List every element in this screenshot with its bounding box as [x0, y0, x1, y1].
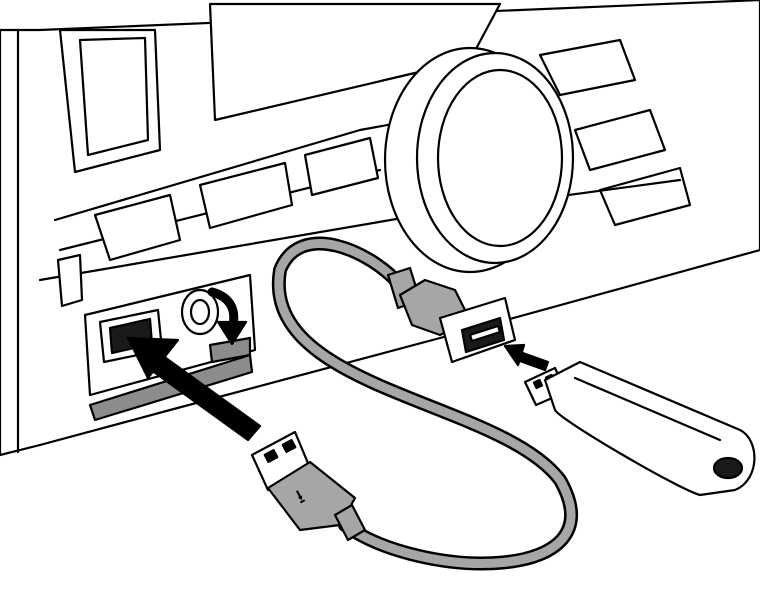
open-cover-rotation-arrow — [207, 287, 248, 346]
knob-inner-rim — [436, 68, 564, 248]
usb-a-plug: ⭳ — [250, 430, 367, 542]
flash-drive-lanyard-hole — [712, 456, 744, 480]
preset-button-1 — [93, 193, 182, 262]
flash-drive-contact-1 — [532, 378, 544, 390]
preset-button-3 — [303, 136, 380, 197]
flash-drive-body — [543, 360, 756, 497]
aux-jack-hole — [189, 298, 211, 326]
right-button-1 — [538, 38, 637, 97]
insert-plug-arrow — [126, 336, 262, 442]
insert-drive-arrow — [503, 343, 550, 372]
plug-strain-relief — [333, 503, 367, 542]
left-tab — [56, 253, 84, 308]
aux-input-jack — [180, 288, 220, 336]
usb-port-cover-flap — [88, 353, 254, 422]
upper-left-block — [58, 28, 162, 174]
insert-plug-arrowhead — [126, 336, 180, 380]
upper-left-inner — [78, 36, 150, 157]
usb-a-receptacle — [386, 266, 517, 364]
knob-face — [415, 51, 575, 265]
rotation-arrowhead — [216, 320, 248, 346]
cable-loop-fill — [274, 239, 576, 568]
usb-flash-drive — [523, 360, 756, 497]
volume-knob — [383, 46, 575, 274]
plug-contact-2 — [281, 439, 297, 453]
usb-port-cover-edge — [208, 336, 252, 364]
receptacle-tongue — [468, 324, 502, 343]
preset-button-2 — [198, 161, 294, 230]
usb-port-cover — [88, 336, 254, 422]
plug-contact-1 — [263, 449, 279, 463]
usb-extension-cable — [271, 236, 578, 571]
flash-drive-highlight — [573, 376, 722, 442]
right-button-2 — [573, 108, 667, 172]
insert-drive-arrowhead — [503, 343, 526, 367]
